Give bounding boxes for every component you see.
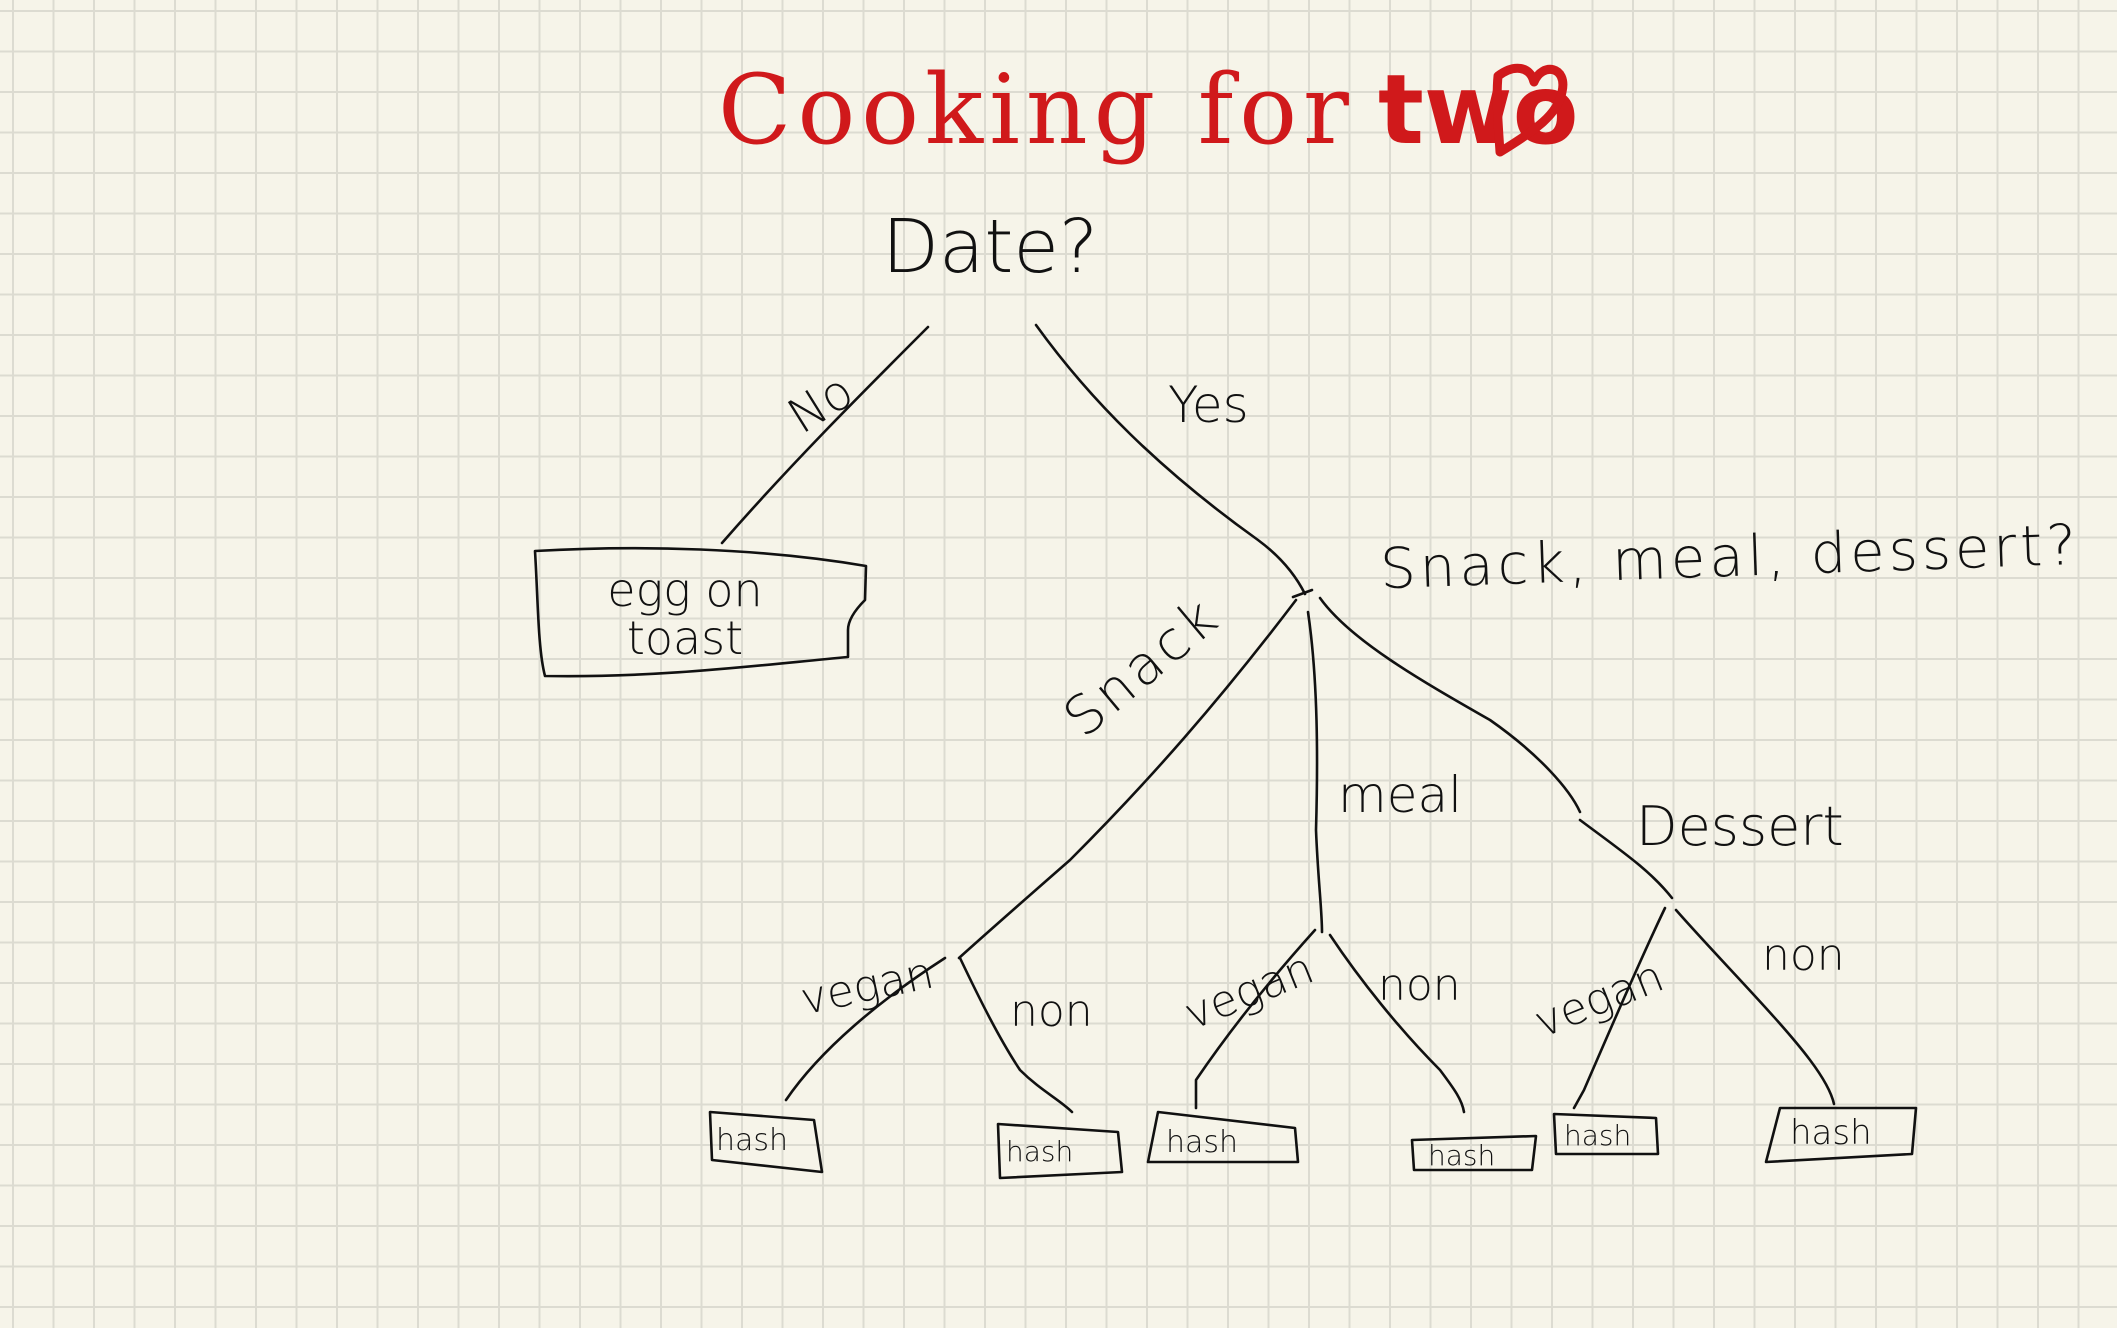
edge-label-meal: meal — [1338, 766, 1462, 824]
leaf-hash-1: hash — [716, 1123, 789, 1158]
edge-yes-line — [1034, 323, 1307, 596]
edge-label-dessert: Dessert — [1636, 795, 1844, 858]
page-title: Cooking for two — [718, 62, 1579, 158]
edge-meal-line — [1306, 610, 1324, 934]
edge-snack-line — [957, 598, 1298, 960]
edge-label-yes: Yes — [1168, 376, 1249, 434]
leaf-hash-5: hash — [1564, 1119, 1632, 1152]
edge-meal-non-line — [1328, 933, 1466, 1114]
edge-snack-vegan-line — [784, 956, 947, 1102]
split-node-line — [1291, 588, 1314, 599]
egg-on-toast-box — [533, 546, 868, 678]
edge-snack-non-line — [958, 956, 1074, 1114]
heart-icon — [1492, 63, 1568, 157]
edge-no-line — [720, 325, 930, 545]
edge-meal-vegan-line — [1194, 928, 1317, 1110]
edge-label-snack-non: non — [1010, 986, 1093, 1037]
root-question: Date? — [882, 204, 1099, 290]
leaf-box-5-outline — [1552, 1112, 1660, 1156]
edge-label-dessert-non: non — [1762, 930, 1845, 981]
leaf-hash-4: hash — [1428, 1139, 1496, 1172]
leaf-box-4-outline — [1410, 1134, 1538, 1172]
leaf-egg-on-toast: egg on toast — [607, 563, 763, 666]
leaf-hash-6: hash — [1790, 1113, 1872, 1153]
leaf-box-1-outline — [708, 1110, 824, 1174]
edge-dessert-non-line — [1674, 908, 1836, 1106]
title-part-1: Cooking for — [718, 54, 1355, 166]
edge-dessert-vegan-line — [1572, 906, 1667, 1110]
leaf-box-6-outline — [1764, 1106, 1918, 1164]
edge-dessert-line-lower — [1578, 818, 1674, 900]
edge-label-meal-non: non — [1378, 960, 1461, 1011]
title-part-2: two — [1378, 54, 1579, 166]
edge-dessert-line — [1318, 596, 1582, 814]
leaf-box-3-outline — [1146, 1110, 1300, 1164]
leaf-hash-2: hash — [1006, 1135, 1074, 1168]
leaf-box-2-outline — [996, 1122, 1124, 1180]
leaf-hash-3: hash — [1166, 1125, 1239, 1160]
